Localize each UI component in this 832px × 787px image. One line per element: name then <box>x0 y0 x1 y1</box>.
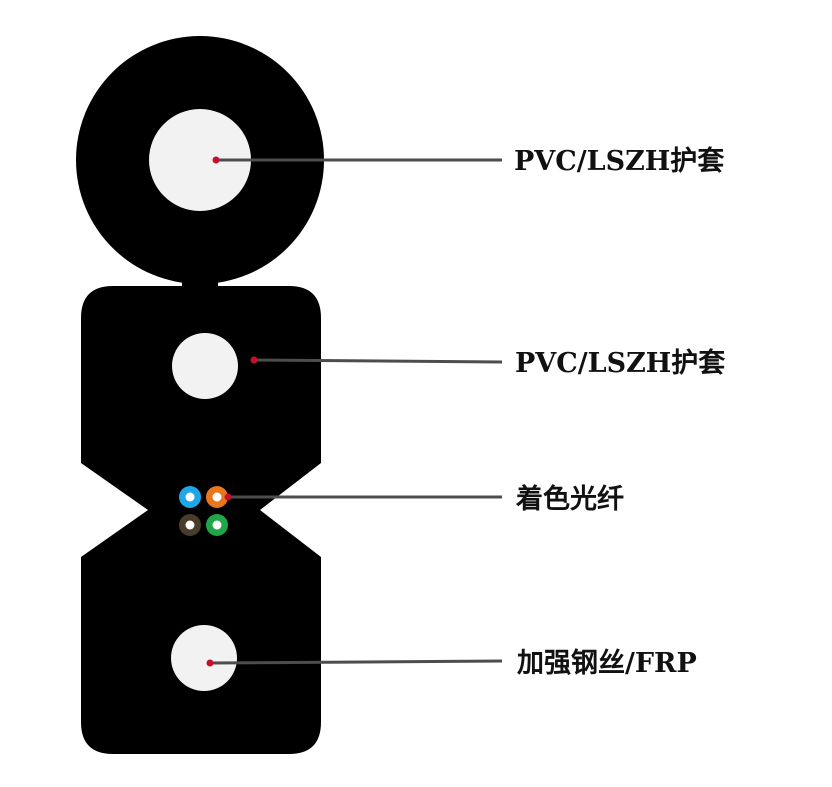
brown-fiber-core <box>185 520 195 530</box>
body-steel-wire-top <box>172 333 238 399</box>
fiber-group <box>179 486 228 536</box>
cable-body <box>81 286 321 754</box>
leader-lines <box>209 158 503 665</box>
green-fiber-core <box>212 520 222 530</box>
label-inner-sheath: PVC/LSZH护套 <box>515 348 725 379</box>
label-outer-sheath: PVC/LSZH护套 <box>514 146 724 177</box>
label-strength-member: 加强钢丝/FRP <box>517 648 697 679</box>
body-steel-wire-bottom <box>171 625 237 691</box>
messenger-steel-wire <box>149 109 251 211</box>
marker-dot-outer-sheath <box>212 156 220 164</box>
leader-line-strength-member <box>209 659 503 665</box>
blue-fiber-core <box>185 492 195 502</box>
marker-dots <box>206 156 258 667</box>
marker-dot-inner-sheath <box>250 356 258 364</box>
marker-dot-strength-member <box>206 659 214 667</box>
marker-dot-colored-fiber <box>224 493 232 501</box>
orange-fiber-core <box>212 492 222 502</box>
leader-line-inner-sheath <box>253 358 503 364</box>
label-colored-fiber: 着色光纤 <box>515 483 624 515</box>
